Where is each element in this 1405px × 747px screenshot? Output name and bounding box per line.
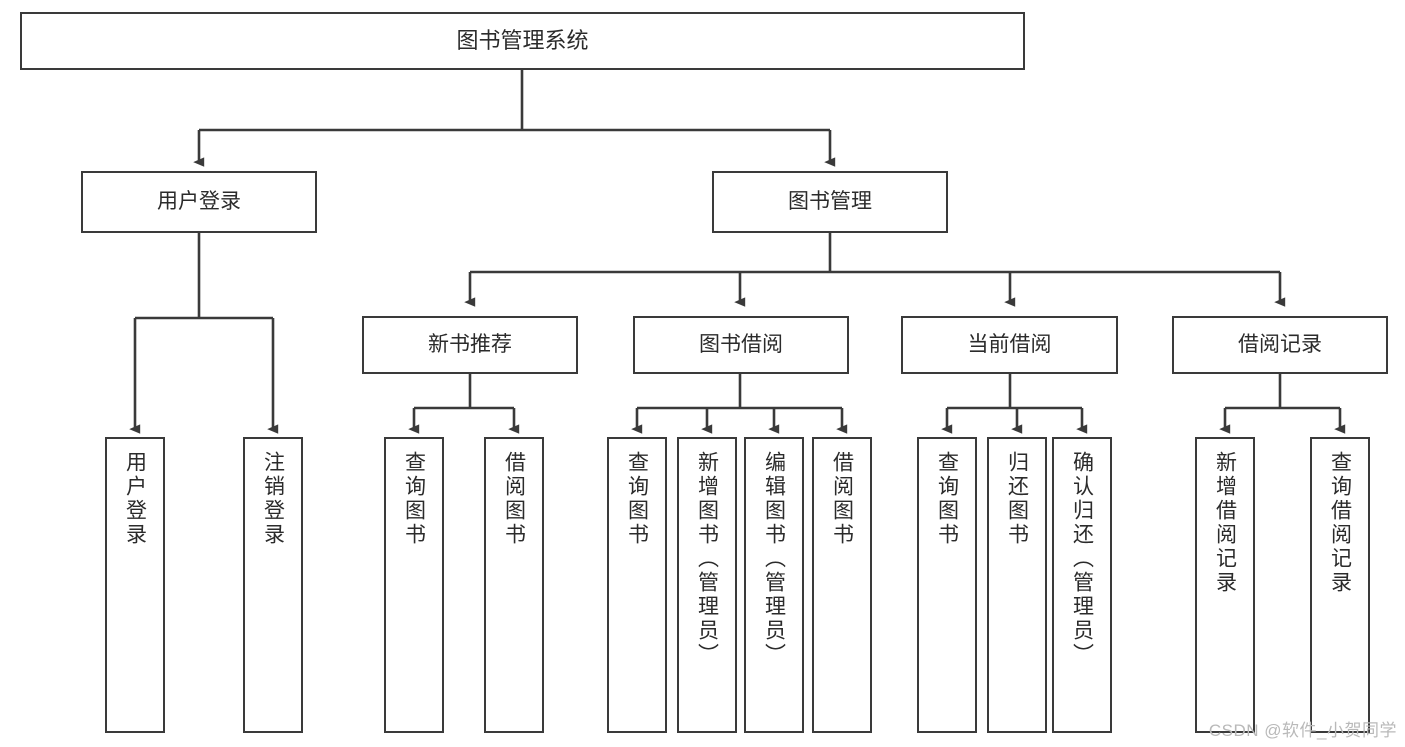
node-label: 新增借阅记录 xyxy=(1213,451,1237,595)
node-label: 用户登录 xyxy=(157,189,241,213)
leaf-user-login-logout[interactable]: 注销登录 xyxy=(243,437,303,733)
leaf-borrow-borrow-book[interactable]: 借阅图书 xyxy=(812,437,872,733)
node-label: 确认归还（管理员） xyxy=(1070,451,1094,667)
node-label: 查询图书 xyxy=(625,451,649,547)
node-label: 图书借阅 xyxy=(699,332,783,356)
node-current-borrow[interactable]: 当前借阅 xyxy=(901,316,1118,374)
edge-group-root xyxy=(193,70,836,167)
leaf-new-book-borrow[interactable]: 借阅图书 xyxy=(484,437,544,733)
leaf-current-query-book[interactable]: 查询图书 xyxy=(917,437,977,733)
leaf-record-add[interactable]: 新增借阅记录 xyxy=(1195,437,1255,733)
node-label: 查询借阅记录 xyxy=(1328,451,1352,595)
edge-group-book-manage xyxy=(464,233,1286,307)
node-label: 借阅图书 xyxy=(830,451,854,547)
node-label: 新增图书（管理员） xyxy=(695,451,719,667)
node-label: 归还图书 xyxy=(1005,451,1029,547)
edge-group-new-book xyxy=(408,374,520,434)
node-label: 新书推荐 xyxy=(428,332,512,356)
node-book-borrow[interactable]: 图书借阅 xyxy=(633,316,849,374)
node-label: 借阅图书 xyxy=(502,451,526,547)
node-borrow-record[interactable]: 借阅记录 xyxy=(1172,316,1388,374)
edge-group-current-borrow xyxy=(941,374,1088,434)
leaf-borrow-add-book-admin[interactable]: 新增图书（管理员） xyxy=(677,437,737,733)
node-label: 编辑图书（管理员） xyxy=(762,451,786,667)
edge-group-record xyxy=(1219,374,1346,434)
node-label: 图书管理系统 xyxy=(456,28,589,54)
node-new-book-recommend[interactable]: 新书推荐 xyxy=(362,316,578,374)
node-user-login[interactable]: 用户登录 xyxy=(81,171,317,233)
leaf-borrow-edit-book-admin[interactable]: 编辑图书（管理员） xyxy=(744,437,804,733)
edge-group-user-login xyxy=(129,233,279,434)
leaf-new-book-query[interactable]: 查询图书 xyxy=(384,437,444,733)
node-label: 查询图书 xyxy=(935,451,959,547)
node-label: 查询图书 xyxy=(402,451,426,547)
leaf-current-confirm-return-admin[interactable]: 确认归还（管理员） xyxy=(1052,437,1112,733)
node-book-management[interactable]: 图书管理 xyxy=(712,171,948,233)
node-label: 当前借阅 xyxy=(967,332,1052,356)
node-label: 图书管理 xyxy=(788,189,872,213)
leaf-current-return-book[interactable]: 归还图书 xyxy=(987,437,1047,733)
node-root-system[interactable]: 图书管理系统 xyxy=(20,12,1025,70)
node-label: 注销登录 xyxy=(261,451,285,547)
edge-group-borrow xyxy=(631,374,848,434)
node-label: 借阅记录 xyxy=(1238,332,1322,356)
node-label: 用户登录 xyxy=(123,451,147,547)
leaf-borrow-query-book[interactable]: 查询图书 xyxy=(607,437,667,733)
leaf-record-query[interactable]: 查询借阅记录 xyxy=(1310,437,1370,733)
leaf-user-login-login[interactable]: 用户登录 xyxy=(105,437,165,733)
